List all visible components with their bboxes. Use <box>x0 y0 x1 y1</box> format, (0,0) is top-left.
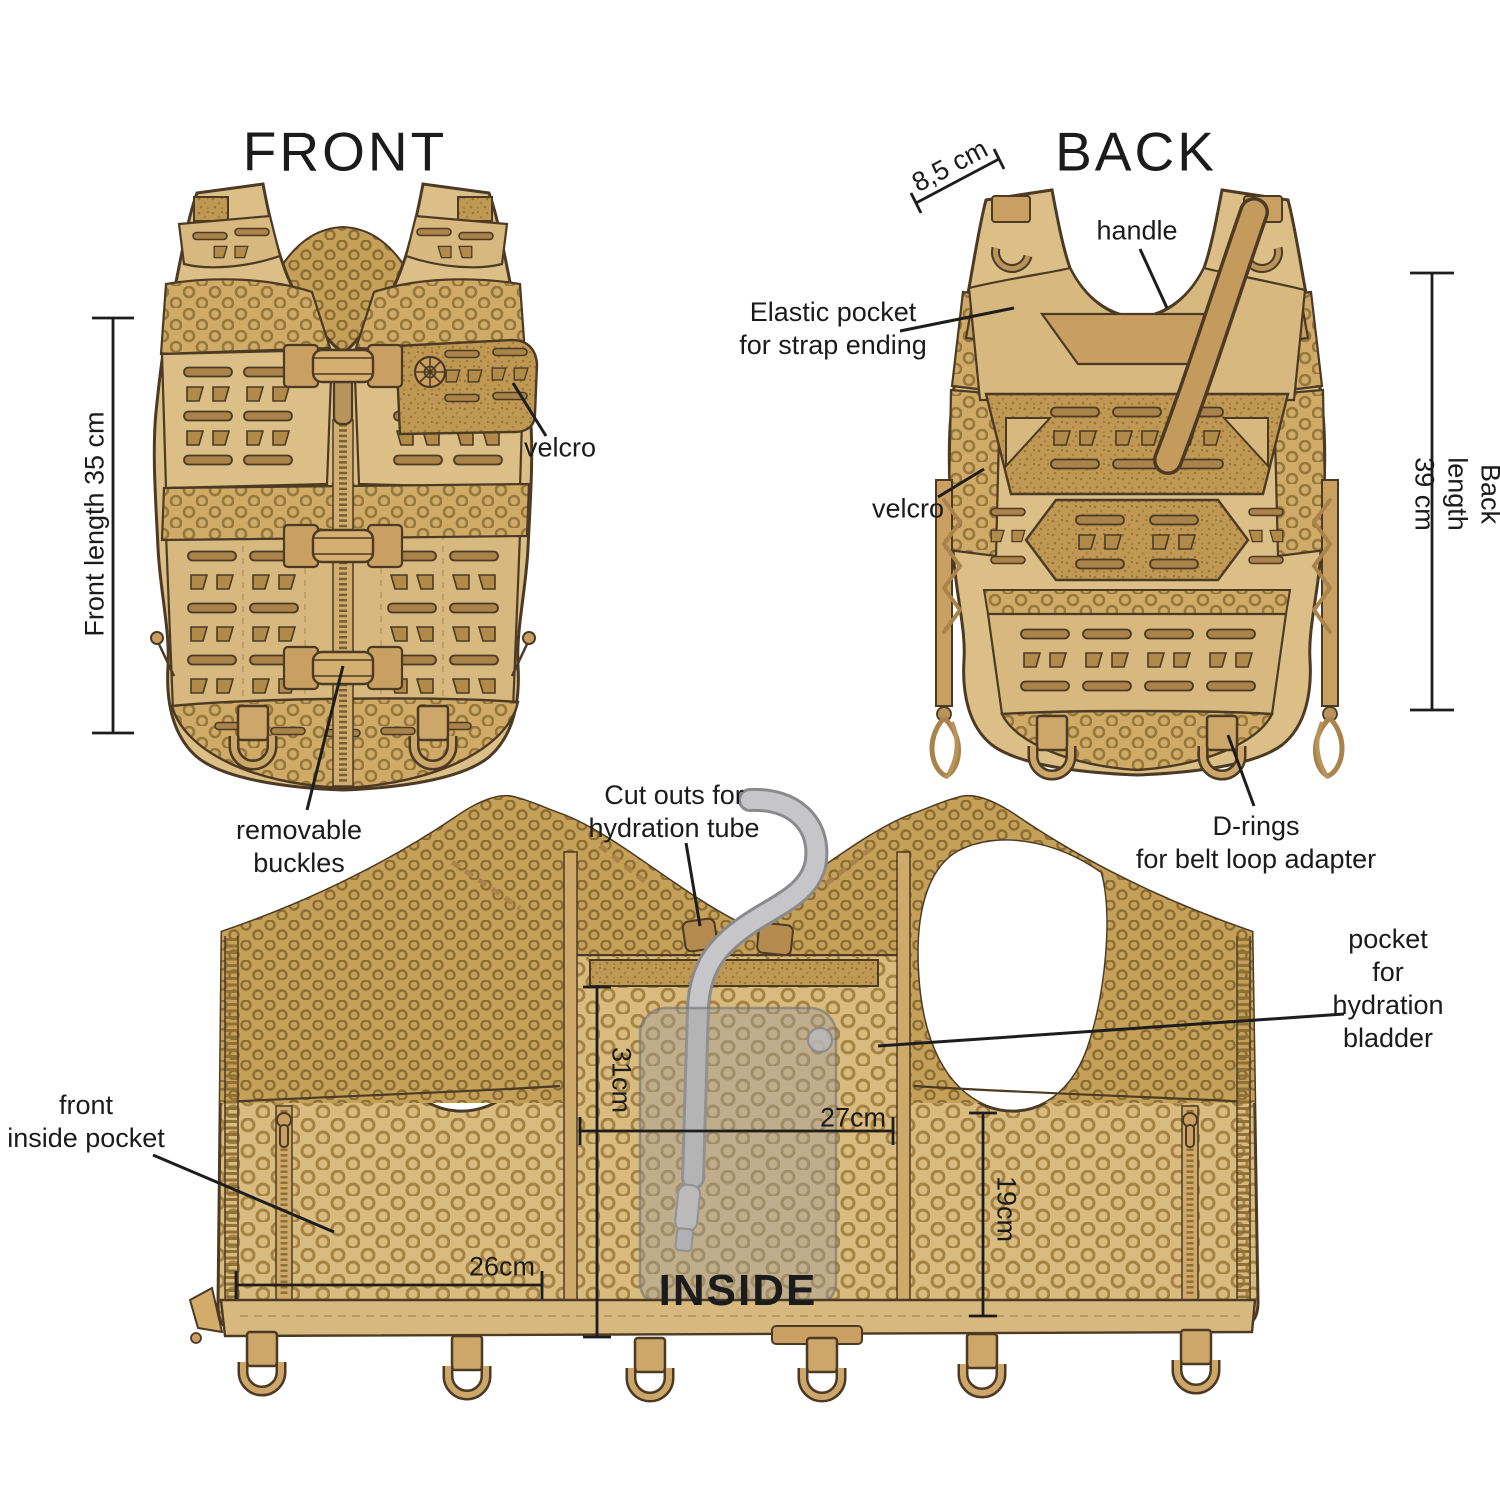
d-rings-label: D-rings for belt loop adapter <box>1135 811 1377 874</box>
annotation-pointer-lines <box>152 248 1345 1234</box>
pointer-cut-outs <box>684 842 702 927</box>
bladder-height-measurement: 31cm <box>606 1046 637 1114</box>
handle-label: handle <box>1096 215 1178 246</box>
hydration-pocket-label: pocket for hydration bladder <box>1332 924 1444 1053</box>
front-zipper-icon <box>332 354 354 787</box>
hydration-tube-icon <box>681 787 829 1190</box>
inside-title: INSIDE <box>658 1266 818 1316</box>
front-title: FRONT <box>242 120 448 183</box>
measure-front-length-line <box>92 316 134 735</box>
inside-edge-zippers <box>224 936 1251 1300</box>
hydration-cutout-right <box>756 921 794 957</box>
pointer-hydration-pocket <box>877 1012 1345 1048</box>
front-inside-pocket-label: front inside pocket <box>7 1090 165 1153</box>
inside-left-pocket-zipper <box>275 1105 293 1301</box>
pointer-front-inside-pocket <box>152 1153 335 1234</box>
removable-buckles-label: removable buckles <box>235 815 363 878</box>
side-pocket-height-measurement: 19cm <box>991 1175 1022 1243</box>
front-emblem-icon <box>413 355 447 389</box>
front-velcro-label: velcro <box>523 432 597 463</box>
bite-valve-icon <box>674 1183 702 1253</box>
elastic-pocket-label: Elastic pocket for strap ending <box>739 297 927 360</box>
back-vest-illustration <box>929 188 1342 778</box>
bladder-width-measurement: 27cm <box>819 1102 887 1133</box>
inside-right-pocket-zipper <box>1181 1105 1199 1301</box>
back-velcro-label: velcro <box>871 493 945 524</box>
back-length-measurement: Back length 39 cm <box>1409 457 1500 531</box>
pointer-elastic-pocket <box>899 306 1015 333</box>
back-velcro-hexagon <box>1024 498 1250 582</box>
back-title: BACK <box>1055 120 1217 183</box>
back-handle-icon <box>1153 197 1269 475</box>
pointer-velcro-back <box>937 467 985 499</box>
pointer-handle <box>1138 248 1169 309</box>
measure-26cm-line <box>234 1271 544 1299</box>
hydration-bladder-icon <box>638 1006 838 1310</box>
front-pocket-width-measurement: 26cm <box>468 1251 536 1282</box>
measure-shoulder-line <box>909 148 1006 214</box>
measure-19cm-line <box>969 1111 997 1318</box>
cut-outs-label: Cut outs for hydration tube <box>588 780 760 843</box>
measurement-lines <box>92 148 1454 1339</box>
inside-velcro-strip <box>589 959 879 987</box>
front-length-measurement: Front length 35 cm <box>79 411 110 637</box>
measure-31cm-line <box>583 985 611 1339</box>
measure-back-length-line <box>1410 271 1454 712</box>
pointer-d-rings <box>1226 734 1256 807</box>
measure-27cm-line <box>578 1117 895 1145</box>
pointer-removable-buckles <box>305 665 345 811</box>
pointer-velcro-front <box>511 382 548 437</box>
front-vest-illustration <box>150 182 539 792</box>
